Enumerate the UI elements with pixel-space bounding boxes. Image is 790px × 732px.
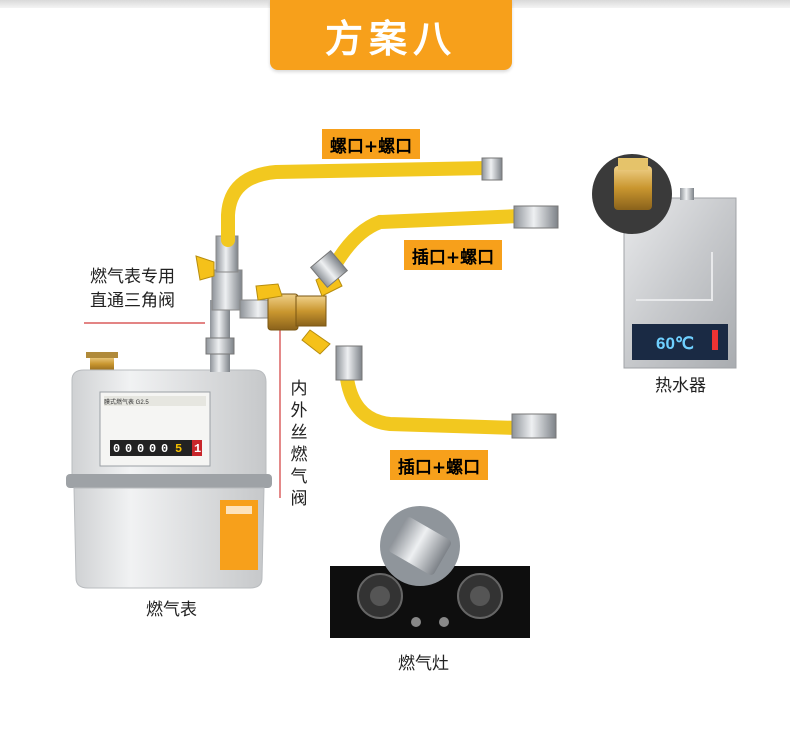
gas-meter-label: 燃气表 <box>146 600 197 620</box>
gas-meter <box>66 352 272 589</box>
middle-hose-nut <box>513 205 559 229</box>
meter-face-header: 膜式燃气表 G2.5 <box>104 398 149 406</box>
water-heater <box>592 154 737 369</box>
bottom-hose-nut <box>511 413 557 439</box>
meter-digit: 5 <box>175 442 182 456</box>
meter-angle-valve <box>195 235 243 311</box>
bottom-hose <box>339 363 525 435</box>
meter-digit: 0 <box>161 442 168 456</box>
top-hose <box>221 161 495 247</box>
meter-odometer: 0 0 0 0 0 5 1 <box>113 442 201 456</box>
top-hose-label: 螺口+螺口 <box>322 129 420 159</box>
meter-digit: 1 <box>194 442 201 456</box>
meter-digit: 0 <box>149 442 156 456</box>
bottom-hose-label: 插口+螺口 <box>390 450 488 480</box>
top-hose-nut <box>481 157 503 181</box>
meter-digit: 0 <box>137 442 144 456</box>
meter-riser-pipe <box>210 300 230 372</box>
meter-valve-label: 燃气表专用 直通三角阀 <box>90 267 175 311</box>
gas-stove <box>330 506 530 638</box>
water-heater-label: 热水器 <box>655 376 706 396</box>
gas-stove-label: 燃气灶 <box>398 654 449 674</box>
inner-outer-valve-label: 内外丝燃气阀 <box>290 379 308 509</box>
heater-display-readout: 60℃ <box>656 334 694 353</box>
title-banner: 方案八 <box>270 0 512 70</box>
meter-digit: 0 <box>113 442 120 456</box>
middle-hose-label: 插口+螺口 <box>404 240 502 270</box>
meter-digit: 0 <box>125 442 132 456</box>
page-title: 方案八 <box>324 16 457 61</box>
